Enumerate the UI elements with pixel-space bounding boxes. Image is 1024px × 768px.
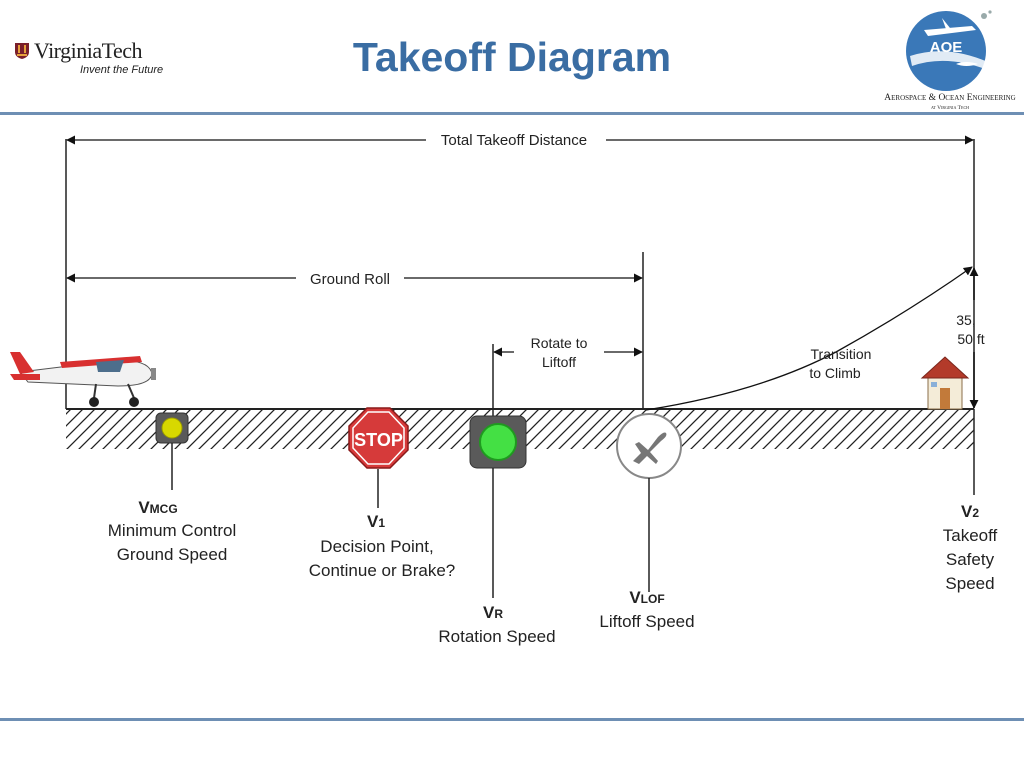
rotate-to-liftoff-dimension: Rotate to Liftoff <box>493 335 643 370</box>
v2-description-line2: Safety <box>946 550 995 569</box>
vlof-symbol: V <box>629 588 641 607</box>
liftoff-plane-badge-icon <box>616 413 682 592</box>
v1-description-line1: Decision Point, <box>320 537 433 556</box>
ground-roll-label: Ground Roll <box>310 271 390 288</box>
aoe-name: Aerospace & Ocean Engineering <box>884 93 1016 103</box>
speed-label-v2: V2 Takeoff Safety Speed <box>943 502 998 593</box>
vmcg-description-line1: Minimum Control <box>108 521 236 540</box>
aoe-badge-text: AOE <box>930 39 963 56</box>
speed-label-vmcg: VMCG Minimum Control Ground Speed <box>108 498 236 564</box>
height-label-line1: 35, <box>956 312 975 328</box>
green-light-icon <box>469 415 527 598</box>
aoe-logo: AOE Aerospace & Ocean Engineering at Vir… <box>880 4 1016 114</box>
stop-sign-text: STOP <box>354 430 403 450</box>
vt-name: VirginiaTech <box>34 38 143 63</box>
height-label-line2: 50 ft <box>957 331 984 347</box>
stop-sign-icon: STOP <box>348 407 409 508</box>
speed-label-v1: V1 Decision Point, Continue or Brake? <box>309 512 455 580</box>
rotate-label-line1: Rotate to <box>531 335 588 351</box>
obstacle-house-icon <box>920 356 970 410</box>
vlof-subscript: LOF <box>641 592 665 606</box>
vt-shield-icon <box>15 43 29 59</box>
rotate-label-line2: Liftoff <box>542 354 576 370</box>
vr-symbol: V <box>483 603 495 622</box>
aoe-badge-icon: AOE <box>906 10 992 91</box>
airplane-icon <box>10 352 156 407</box>
speed-label-vr: VR Rotation Speed <box>438 603 555 646</box>
header-divider <box>0 112 1024 115</box>
v2-symbol: V <box>961 502 973 521</box>
page-title: Takeoff Diagram <box>352 34 672 80</box>
svg-text:VR: VR <box>483 603 503 622</box>
virginia-tech-logo: VirginiaTech Invent the Future <box>14 38 184 80</box>
v1-symbol: V <box>367 512 379 531</box>
obstacle-height-dimension: 35, 50 ft <box>956 267 985 409</box>
vt-tagline: Invent the Future <box>80 64 164 76</box>
vr-description-line1: Rotation Speed <box>438 627 555 646</box>
aoe-subname: at Virginia Tech <box>930 105 970 111</box>
speed-label-vlof: VLOF Liftoff Speed <box>599 588 694 631</box>
takeoff-diagram: Total Takeoff Distance Ground Roll Rotat… <box>10 132 998 646</box>
footer-divider <box>0 718 1024 721</box>
vmcg-symbol: V <box>138 498 150 517</box>
total-takeoff-distance-label: Total Takeoff Distance <box>441 132 587 149</box>
v2-subscript: 2 <box>972 506 979 520</box>
transition-label-line1: Transition <box>811 346 872 362</box>
slide-header: VirginiaTech Invent the Future Takeoff D… <box>0 0 1024 114</box>
v1-subscript: 1 <box>378 516 385 530</box>
climb-path: Transition to Climb <box>645 266 973 411</box>
svg-text:V1: V1 <box>367 512 385 531</box>
transition-label-line2: to Climb <box>809 365 861 381</box>
v2-description-line1: Takeoff <box>943 526 998 545</box>
vmcg-description-line2: Ground Speed <box>117 545 228 564</box>
svg-text:VLOF: VLOF <box>629 588 664 607</box>
svg-text:VMCG: VMCG <box>138 498 177 517</box>
v2-description-line3: Speed <box>945 574 994 593</box>
ground-roll-dimension: Ground Roll <box>66 271 643 288</box>
svg-text:V2: V2 <box>961 502 979 521</box>
total-takeoff-distance-dimension: Total Takeoff Distance <box>66 132 974 149</box>
yellow-light-icon <box>155 412 189 490</box>
vmcg-subscript: MCG <box>150 502 178 516</box>
vlof-description-line1: Liftoff Speed <box>599 612 694 631</box>
vr-subscript: R <box>494 607 503 621</box>
v1-description-line2: Continue or Brake? <box>309 561 455 580</box>
